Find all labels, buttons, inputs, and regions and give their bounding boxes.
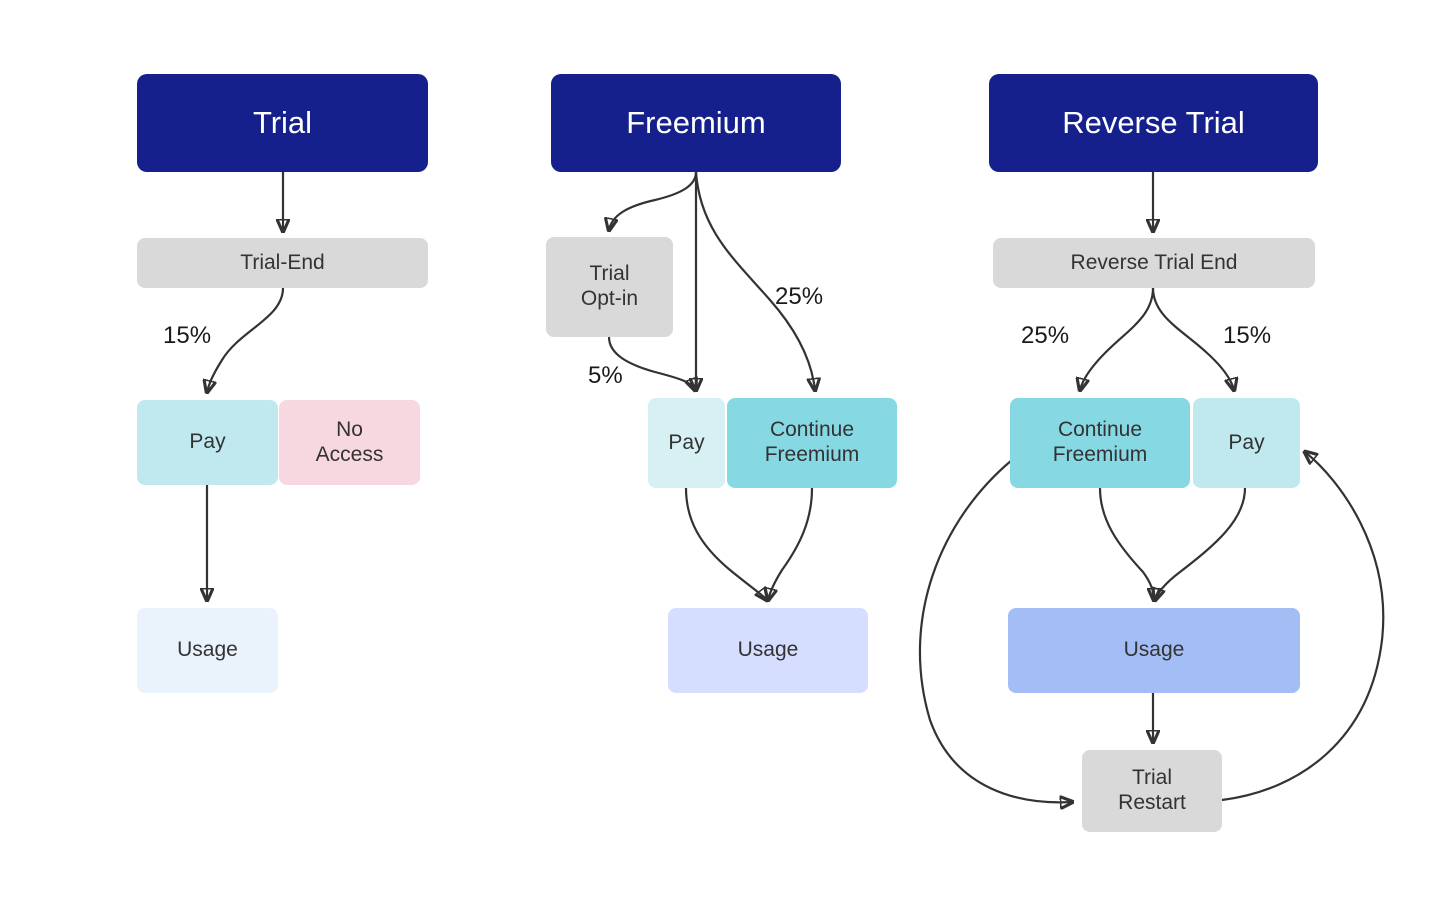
node-freemium-pay-label: Pay xyxy=(668,430,705,454)
node-freemium-trial-optin[interactable]: Trial Opt-in xyxy=(546,237,673,337)
node-reverse-usage[interactable]: Usage xyxy=(1008,608,1300,693)
node-reverse-trial-end[interactable]: Reverse Trial End xyxy=(993,238,1315,288)
header-reverse-trial[interactable]: Reverse Trial xyxy=(989,74,1318,172)
edge-reverse-end-to-continue xyxy=(1080,287,1155,390)
node-trial-end-label: Trial-End xyxy=(240,250,325,274)
edge-label-reverse-25-text: 25% xyxy=(1021,322,1070,349)
header-trial-label: Trial xyxy=(252,104,313,140)
node-reverse-trial-restart[interactable]: Trial Restart xyxy=(1082,750,1222,832)
node-reverse-trial-restart-label: Trial Restart xyxy=(1118,766,1186,814)
edge-label-freemium-5-text: 5% xyxy=(588,362,623,389)
node-reverse-usage-label: Usage xyxy=(1123,638,1185,662)
node-freemium-trial-optin-label: Trial Opt-in xyxy=(580,262,639,310)
node-reverse-continue-label: Continue Freemium xyxy=(1052,418,1148,466)
node-trial-no-access-label: No Access xyxy=(315,417,384,466)
node-trial-end[interactable]: Trial-End xyxy=(137,238,428,288)
node-trial-no-access[interactable]: No Access xyxy=(279,400,420,485)
node-trial-usage-label: Usage xyxy=(177,638,238,662)
edge-reverse-pay-to-usage xyxy=(1155,487,1247,600)
header-freemium[interactable]: Freemium xyxy=(551,74,841,172)
node-reverse-pay-label: Pay xyxy=(1228,430,1265,454)
header-freemium-label: Freemium xyxy=(626,104,766,140)
node-reverse-pay[interactable]: Pay xyxy=(1193,398,1300,488)
node-reverse-continue[interactable]: Continue Freemium xyxy=(1010,398,1190,488)
header-reverse-trial-label: Reverse Trial xyxy=(1062,104,1245,140)
edge-freemium-to-continue xyxy=(694,171,815,390)
node-freemium-pay[interactable]: Pay xyxy=(648,398,725,488)
edge-freemium-continue-to-usage xyxy=(768,487,814,600)
edge-label-freemium-25-text: 25% xyxy=(775,283,824,310)
edge-label-trial-15-text: 15% xyxy=(163,322,212,349)
edge-label-reverse-15-text: 15% xyxy=(1223,322,1272,349)
node-freemium-usage-label: Usage xyxy=(737,638,799,662)
node-freemium-usage[interactable]: Usage xyxy=(668,608,868,693)
edge-label-trial-15: 15% xyxy=(163,322,211,350)
node-trial-pay-label: Pay xyxy=(189,430,226,454)
header-trial[interactable]: Trial xyxy=(137,74,428,172)
edge-reverse-end-to-pay xyxy=(1151,287,1234,390)
edge-label-reverse-15: 15% xyxy=(1223,322,1271,350)
edge-label-reverse-25: 25% xyxy=(1021,322,1069,350)
edge-label-freemium-25: 25% xyxy=(775,283,823,311)
node-freemium-continue[interactable]: Continue Freemium xyxy=(727,398,897,488)
node-reverse-trial-end-label: Reverse Trial End xyxy=(1070,250,1238,274)
node-freemium-continue-label: Continue Freemium xyxy=(764,418,860,466)
edge-trial-end-to-pay xyxy=(207,287,285,392)
edge-reverse-continue-to-usage xyxy=(1098,487,1154,600)
edge-label-freemium-5: 5% xyxy=(588,362,623,390)
edge-freemium-pay-to-usage xyxy=(684,487,767,600)
edge-freemium-to-trial-optin xyxy=(609,171,698,230)
node-trial-usage[interactable]: Usage xyxy=(137,608,278,693)
node-trial-pay[interactable]: Pay xyxy=(137,400,278,485)
